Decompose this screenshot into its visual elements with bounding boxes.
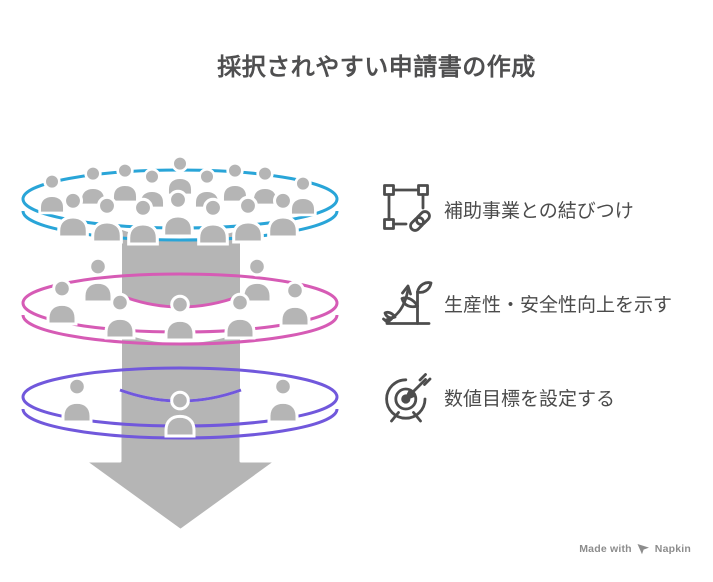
made-with-label: Made with <box>579 543 632 555</box>
napkin-logo-icon <box>637 544 649 555</box>
growth-plant-icon <box>382 281 433 325</box>
person-icon <box>61 376 93 424</box>
person-icon <box>267 376 299 424</box>
item-list: 補助事業との結びつけ 生産性・安全性向上を示す <box>382 183 708 465</box>
person-icon <box>279 280 311 328</box>
page-title: 採択されやすい申請書の作成 <box>217 54 536 81</box>
target-dart-icon <box>385 373 432 423</box>
link-frame-icon <box>383 184 431 232</box>
list-item-target: 数値目標を設定する <box>382 371 708 423</box>
person-icon <box>221 162 249 204</box>
list-item-growth: 生産性・安全性向上を示す <box>382 277 708 329</box>
item-label: 補助事業との結びつけ <box>444 200 634 222</box>
item-label: 生産性・安全性向上を示す <box>444 294 673 316</box>
list-item-link: 補助事業との結びつけ <box>382 183 708 235</box>
item-label: 数値目標を設定する <box>444 388 616 410</box>
made-with-napkin-badge[interactable]: Made with Napkin <box>579 543 691 555</box>
person-icon <box>111 162 139 204</box>
person-icon <box>162 189 194 238</box>
brand-name: Napkin <box>654 543 691 555</box>
person-icon <box>166 155 194 197</box>
funnel-cylinder-upper <box>122 230 240 307</box>
funnel-people-top <box>38 155 317 246</box>
flow-down-arrow <box>83 388 278 532</box>
